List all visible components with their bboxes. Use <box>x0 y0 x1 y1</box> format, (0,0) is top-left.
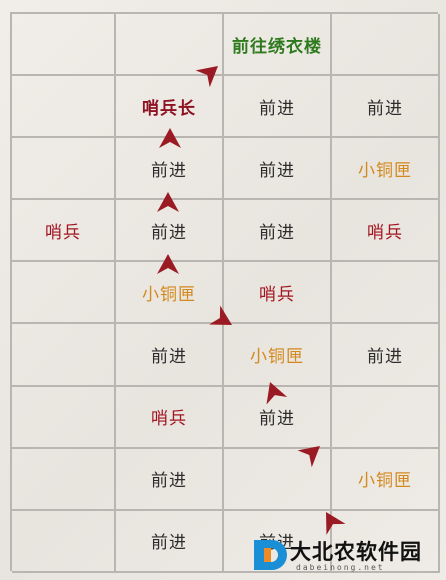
path-arrow-icon <box>297 446 320 468</box>
cell-advance: 前进 <box>116 324 224 387</box>
cell-label: 哨兵长 <box>142 98 196 119</box>
cell-empty <box>332 510 440 573</box>
path-arrow-icon <box>266 382 288 405</box>
cell-sentry: 哨兵 <box>332 200 440 263</box>
cell-sentry: 哨兵 <box>12 200 116 263</box>
cell-empty <box>224 448 332 511</box>
cell-empty <box>332 386 440 449</box>
cell-label: 前进 <box>367 98 403 119</box>
cell-empty <box>12 510 116 573</box>
cell-label: 前进 <box>367 347 403 368</box>
cell-label: 小铜匣 <box>142 284 196 305</box>
cell-label: 小铜匣 <box>250 347 304 368</box>
cell-chest: 小铜匣 <box>332 448 440 511</box>
cell-label: 前进 <box>259 222 295 243</box>
cell-chest: 小铜匣 <box>224 324 332 387</box>
path-arrow-icon <box>157 192 179 212</box>
cell-label: 前往绣衣楼 <box>232 36 322 57</box>
cell-label: 前进 <box>151 222 187 243</box>
cell-empty <box>116 14 224 77</box>
cell-label: 小铜匣 <box>358 471 412 492</box>
cell-label: 哨兵 <box>367 222 403 243</box>
cell-advance: 前进 <box>224 386 332 449</box>
cell-empty <box>12 386 116 449</box>
cell-label: 前进 <box>151 160 187 181</box>
cell-advance: 前进 <box>224 200 332 263</box>
cell-chest: 小铜匣 <box>332 138 440 201</box>
cell-label: 哨兵 <box>151 409 187 430</box>
cell-advance: 前进 <box>116 448 224 511</box>
cell-empty <box>332 14 440 77</box>
cell-advance: 前进 <box>332 324 440 387</box>
cell-label: 小铜匣 <box>358 160 412 181</box>
cell-sentry: 哨兵 <box>224 262 332 325</box>
cell-advance: 前进 <box>224 138 332 201</box>
cell-empty <box>12 76 116 139</box>
cell-chest: 小铜匣 <box>116 262 224 325</box>
cell-label: 前进 <box>151 347 187 368</box>
cell-label: 前进 <box>259 98 295 119</box>
path-arrow-icon <box>209 305 232 325</box>
path-arrow-icon <box>326 512 346 535</box>
cell-empty <box>12 324 116 387</box>
path-arrow-icon <box>195 66 218 88</box>
cell-label: 前进 <box>151 471 187 492</box>
watermark-logo-icon <box>254 540 287 570</box>
cell-label: 前进 <box>259 409 295 430</box>
cell-advance: 前进 <box>332 76 440 139</box>
cell-empty <box>12 14 116 77</box>
cell-sentry: 哨兵 <box>116 386 224 449</box>
cell-advance: 前进 <box>116 510 224 573</box>
watermark-url: dabeinong.net <box>296 563 385 572</box>
watermark-name: 大北农软件园 <box>290 540 422 564</box>
cell-advance: 前进 <box>224 76 332 139</box>
cell-empty <box>332 262 440 325</box>
cell-label: 前进 <box>259 160 295 181</box>
cell-label: 哨兵 <box>259 284 295 305</box>
cell-label: 前进 <box>151 533 187 554</box>
cell-empty <box>12 138 116 201</box>
path-arrow-icon <box>157 254 179 274</box>
cell-empty <box>12 448 116 511</box>
cell-empty <box>12 262 116 325</box>
cell-goal: 前往绣衣楼 <box>224 14 332 77</box>
cell-label: 哨兵 <box>45 222 81 243</box>
path-arrow-icon <box>159 128 181 148</box>
watermark: 大北农软件园 dabeinong.net <box>250 532 446 580</box>
